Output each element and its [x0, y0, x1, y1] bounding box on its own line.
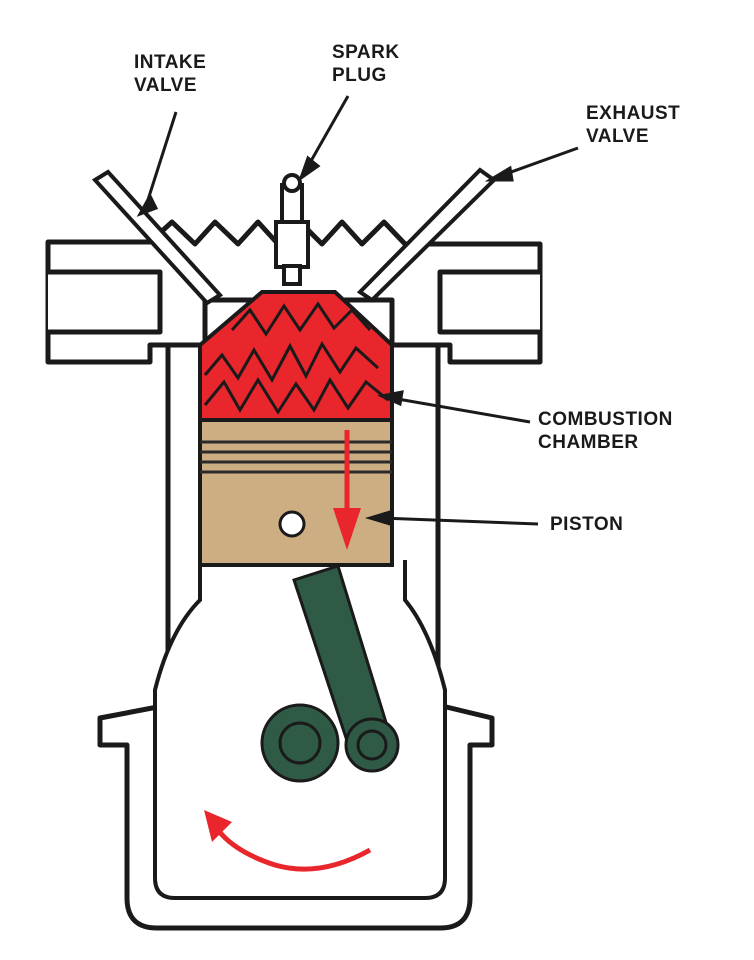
spark-plug-label: SPARK PLUG	[332, 41, 400, 87]
combustion-chamber-label-line-1: COMBUSTION	[538, 409, 673, 430]
combustion-chamber-label: COMBUSTION CHAMBER	[538, 408, 673, 454]
exhaust-valve	[356, 167, 498, 303]
exhaust-valve-label: EXHAUST VALVE	[586, 102, 680, 148]
piston-label: PISTON	[550, 513, 623, 536]
combustion-chamber-label-line-2: CHAMBER	[538, 432, 639, 453]
spark-plug-label-line-2: PLUG	[332, 65, 387, 86]
arrow-down-icon	[333, 430, 361, 550]
piston-label-line-1: PISTON	[550, 514, 624, 535]
exhaust-valve-label-line-2: VALVE	[586, 126, 650, 147]
intake-valve	[91, 169, 224, 306]
exhaust-valve-label-line-1: EXHAUST	[586, 103, 681, 124]
intake-valve-label-line-2: VALVE	[134, 75, 198, 96]
spark-plug	[274, 173, 310, 286]
intake-valve-label: INTAKE VALVE	[134, 51, 206, 97]
leader-lines	[136, 95, 579, 527]
spark-plug-label-line-1: SPARK	[332, 42, 400, 63]
curved-arrow-counterclockwise-icon	[204, 810, 372, 872]
piston-pin	[278, 510, 306, 538]
combustion-chamber	[198, 290, 394, 422]
connecting-rod	[260, 564, 400, 783]
intake-valve-label-line-1: INTAKE	[134, 52, 207, 73]
piston	[198, 418, 394, 567]
